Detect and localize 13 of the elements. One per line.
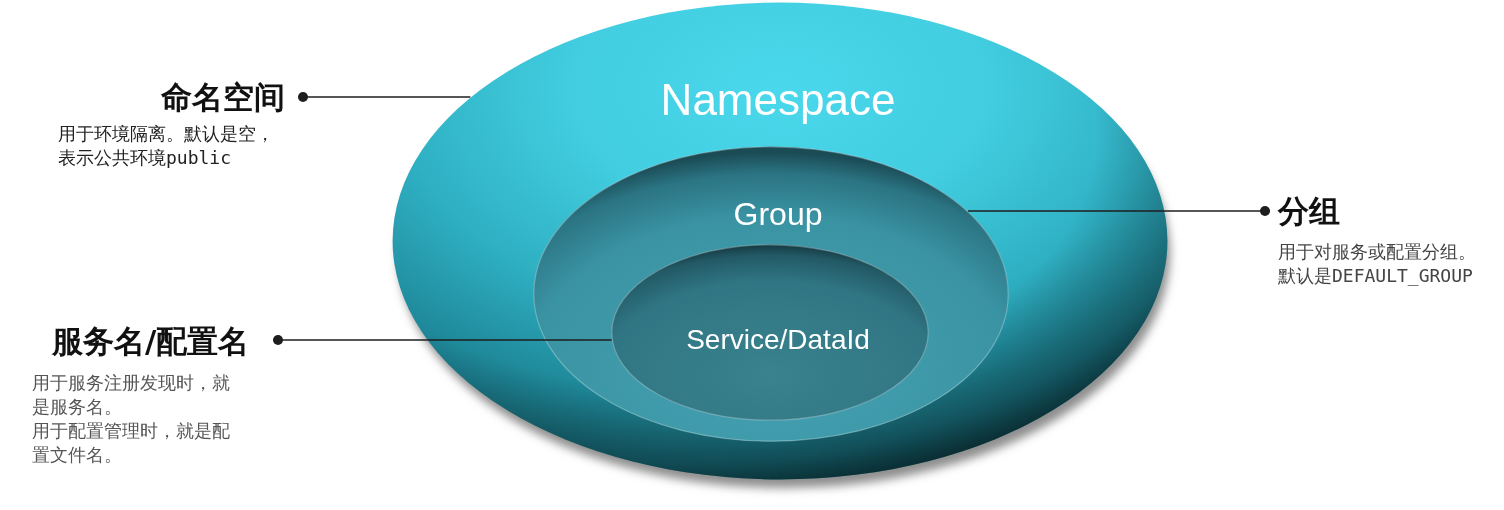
leader-line (297, 92, 472, 102)
description-text: 用于环境隔离。默认是空，表示公共环境public (58, 122, 275, 170)
description-text: 用于对服务或配置分组。默认是DEFAULT_GROUP (1278, 240, 1477, 288)
ellipse-label: Service/DataId (686, 324, 870, 356)
heading: 命名空间 (161, 78, 285, 117)
ellipse-label: Group (733, 197, 823, 233)
heading: 分组 (1278, 192, 1340, 231)
heading: 服务名/配置名 (52, 322, 250, 361)
description-text: 用于配置管理时，就是配置文件名。 (32, 419, 231, 467)
leader-line (272, 335, 613, 345)
ellipse-label: Namespace (660, 75, 896, 125)
leader-line (967, 206, 1271, 216)
description-text: 用于服务注册发现时，就是服务名。 (32, 371, 231, 419)
